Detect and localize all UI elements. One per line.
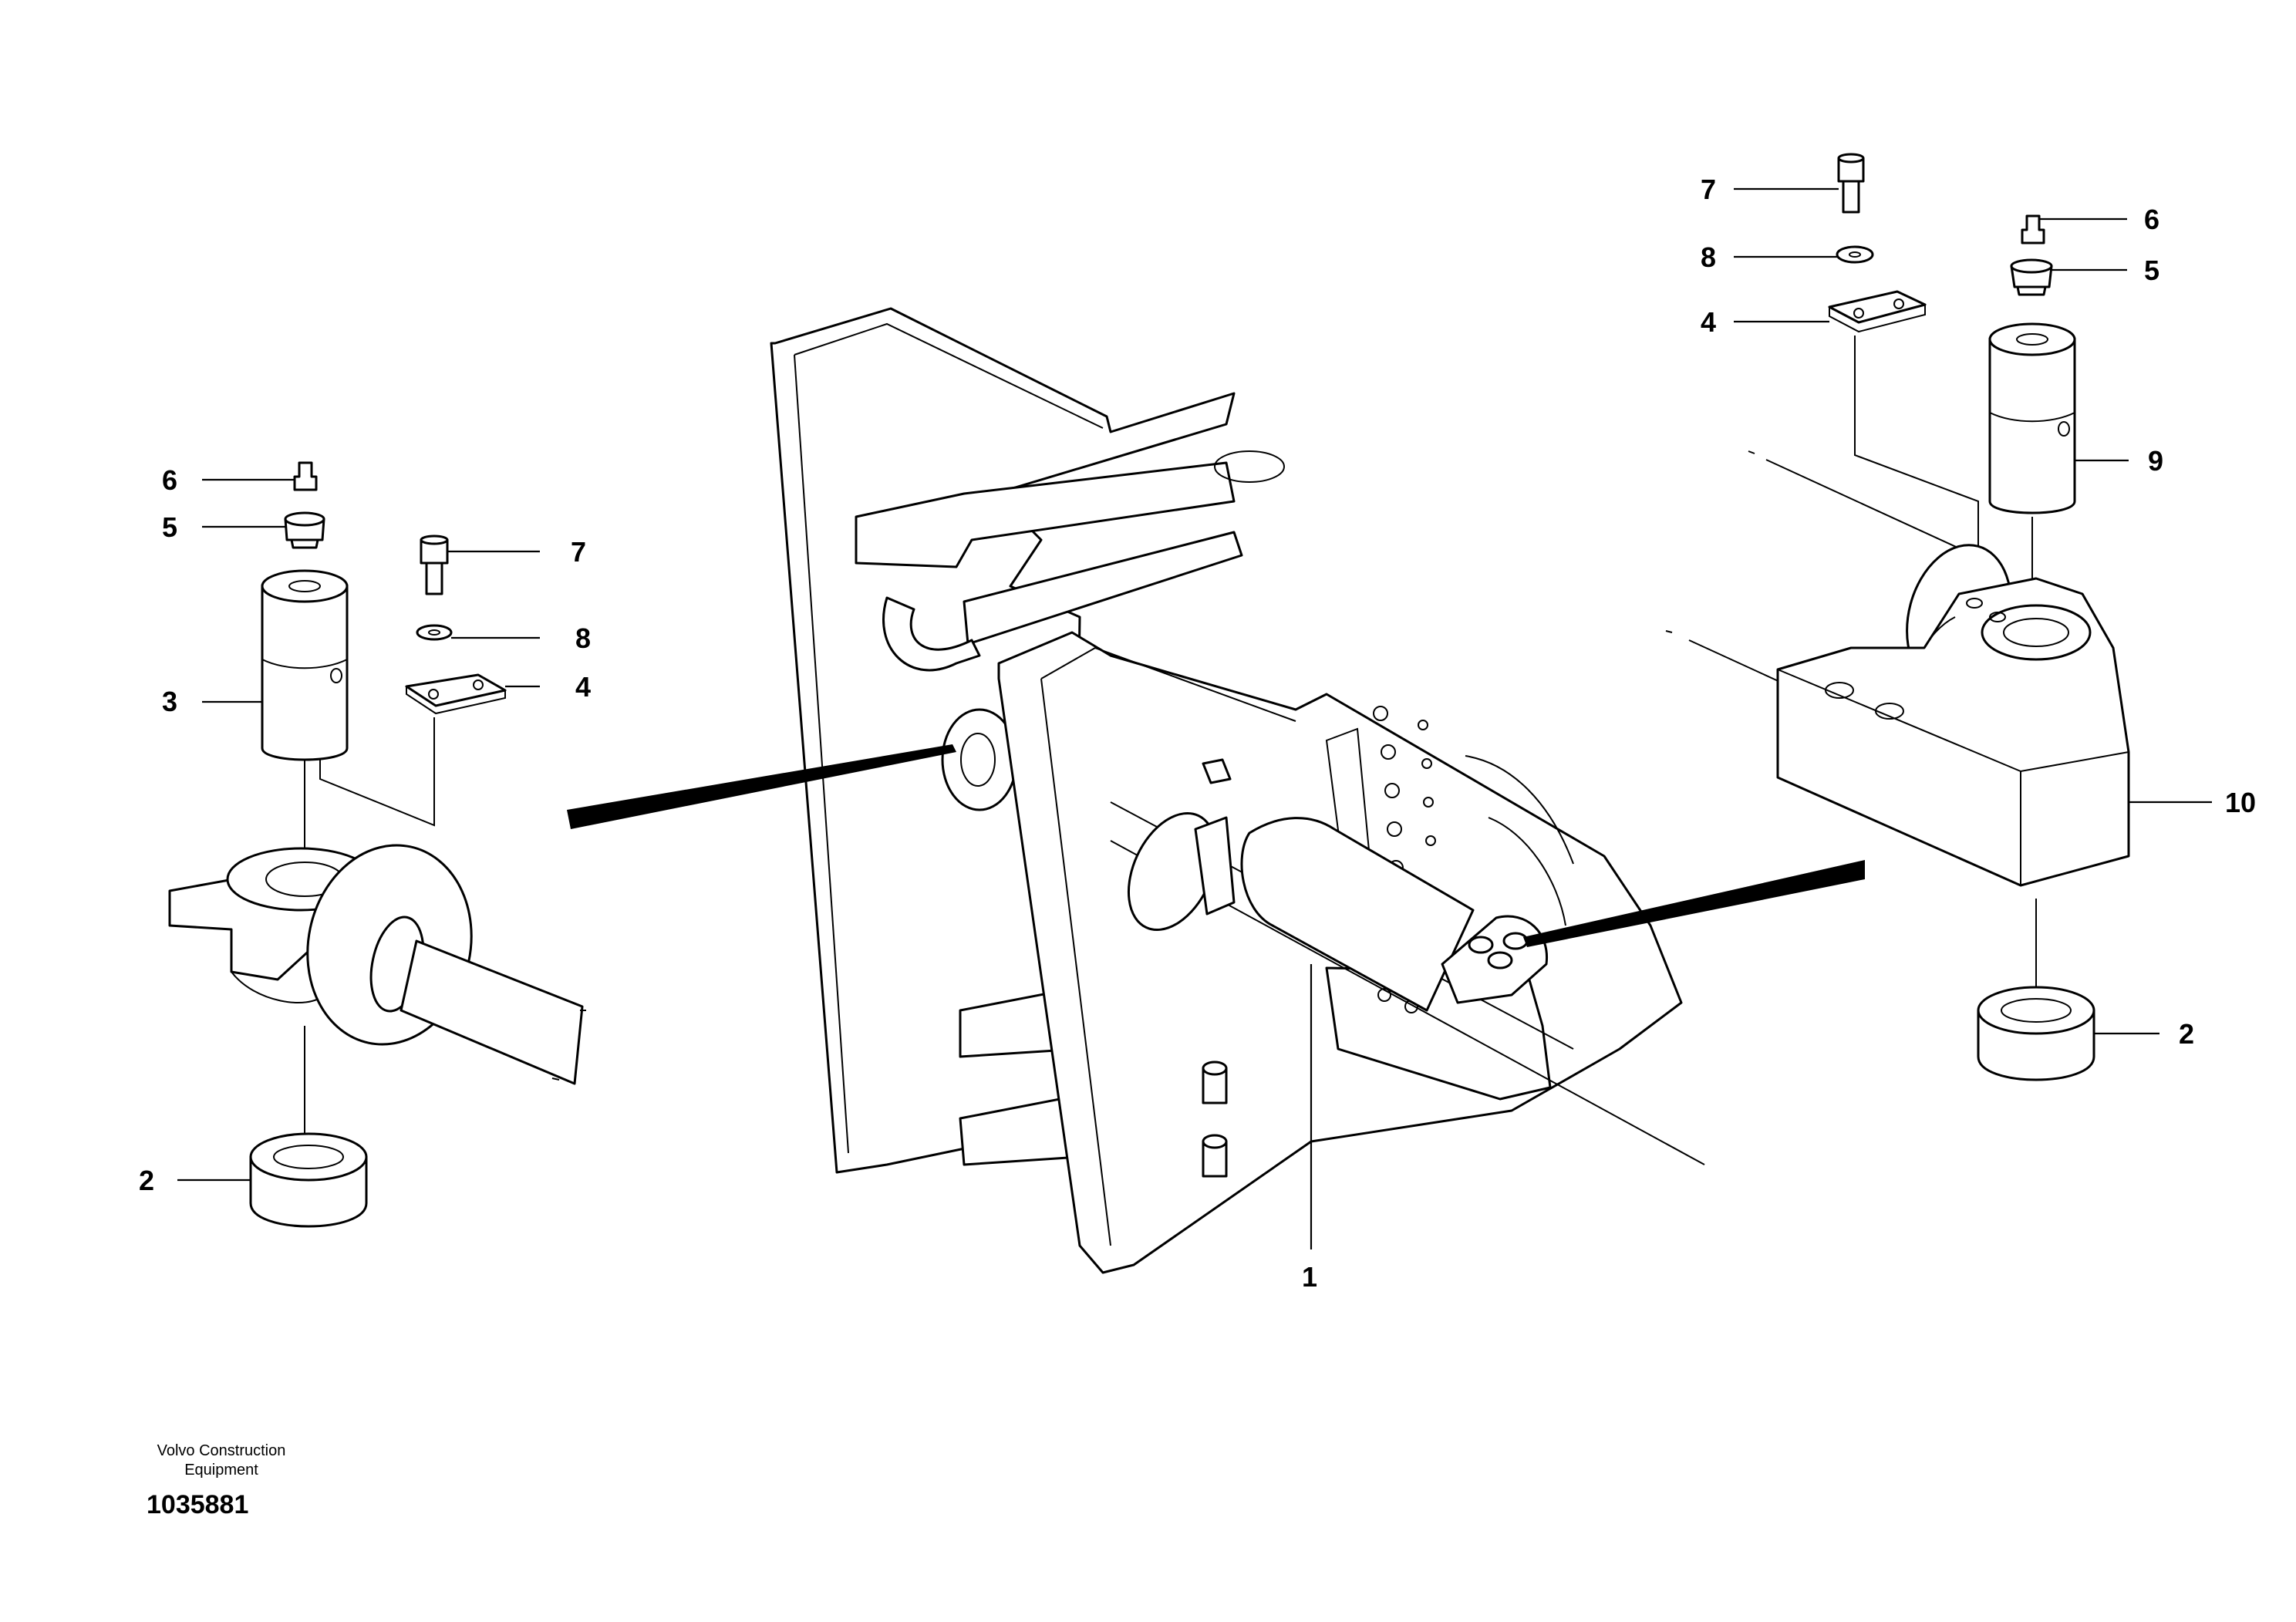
brand-line-1: Volvo Construction [157, 1442, 286, 1459]
callout-right-7: 7 [1701, 174, 1716, 205]
leader-lines [177, 187, 2212, 1249]
callout-right-4: 4 [1701, 306, 1716, 338]
footer: Volvo Construction Equipment 1035881 [147, 1442, 285, 1519]
callout-left-8: 8 [575, 622, 591, 654]
callout-right-10: 10 [2225, 787, 2256, 818]
callout-right-5: 5 [2144, 255, 2159, 286]
cylinder-yoke [1194, 816, 1236, 916]
callout-left-7: 7 [571, 536, 586, 568]
callouts: 6 5 3 7 8 4 2 1 7 8 4 6 5 9 10 2 [139, 174, 2256, 1293]
frame-lug-upper [855, 461, 1236, 568]
callout-right-8: 8 [1701, 241, 1716, 273]
left-grease-nipple [293, 461, 318, 491]
right-exploded-group [1665, 153, 2130, 1081]
pointer-wedge-left [567, 744, 956, 829]
drawing-number: 1035881 [147, 1490, 248, 1519]
callout-left-4: 4 [575, 671, 591, 703]
center-frame-assembly [770, 307, 1705, 1274]
frame-lug-mid [963, 531, 1243, 646]
callout-left-2: 2 [139, 1165, 154, 1196]
right-washer [1836, 245, 1874, 264]
j-hook [882, 596, 981, 672]
callout-left-3: 3 [162, 686, 177, 717]
brand-line-2: Equipment [184, 1462, 258, 1479]
pointer-wedge-right [1523, 860, 1865, 947]
left-exploded-group [168, 461, 586, 1228]
callout-center-1: 1 [1302, 1261, 1317, 1293]
callout-right-6: 6 [2144, 204, 2159, 235]
callout-left-5: 5 [162, 511, 177, 543]
right-grease-nipple [2021, 214, 2045, 244]
left-shaft [400, 939, 584, 1085]
callout-right-9: 9 [2148, 445, 2163, 477]
left-washer [416, 624, 453, 641]
callout-left-6: 6 [162, 464, 177, 496]
cylinder-barrel [1240, 817, 1475, 1012]
callout-right-2: 2 [2179, 1018, 2194, 1050]
